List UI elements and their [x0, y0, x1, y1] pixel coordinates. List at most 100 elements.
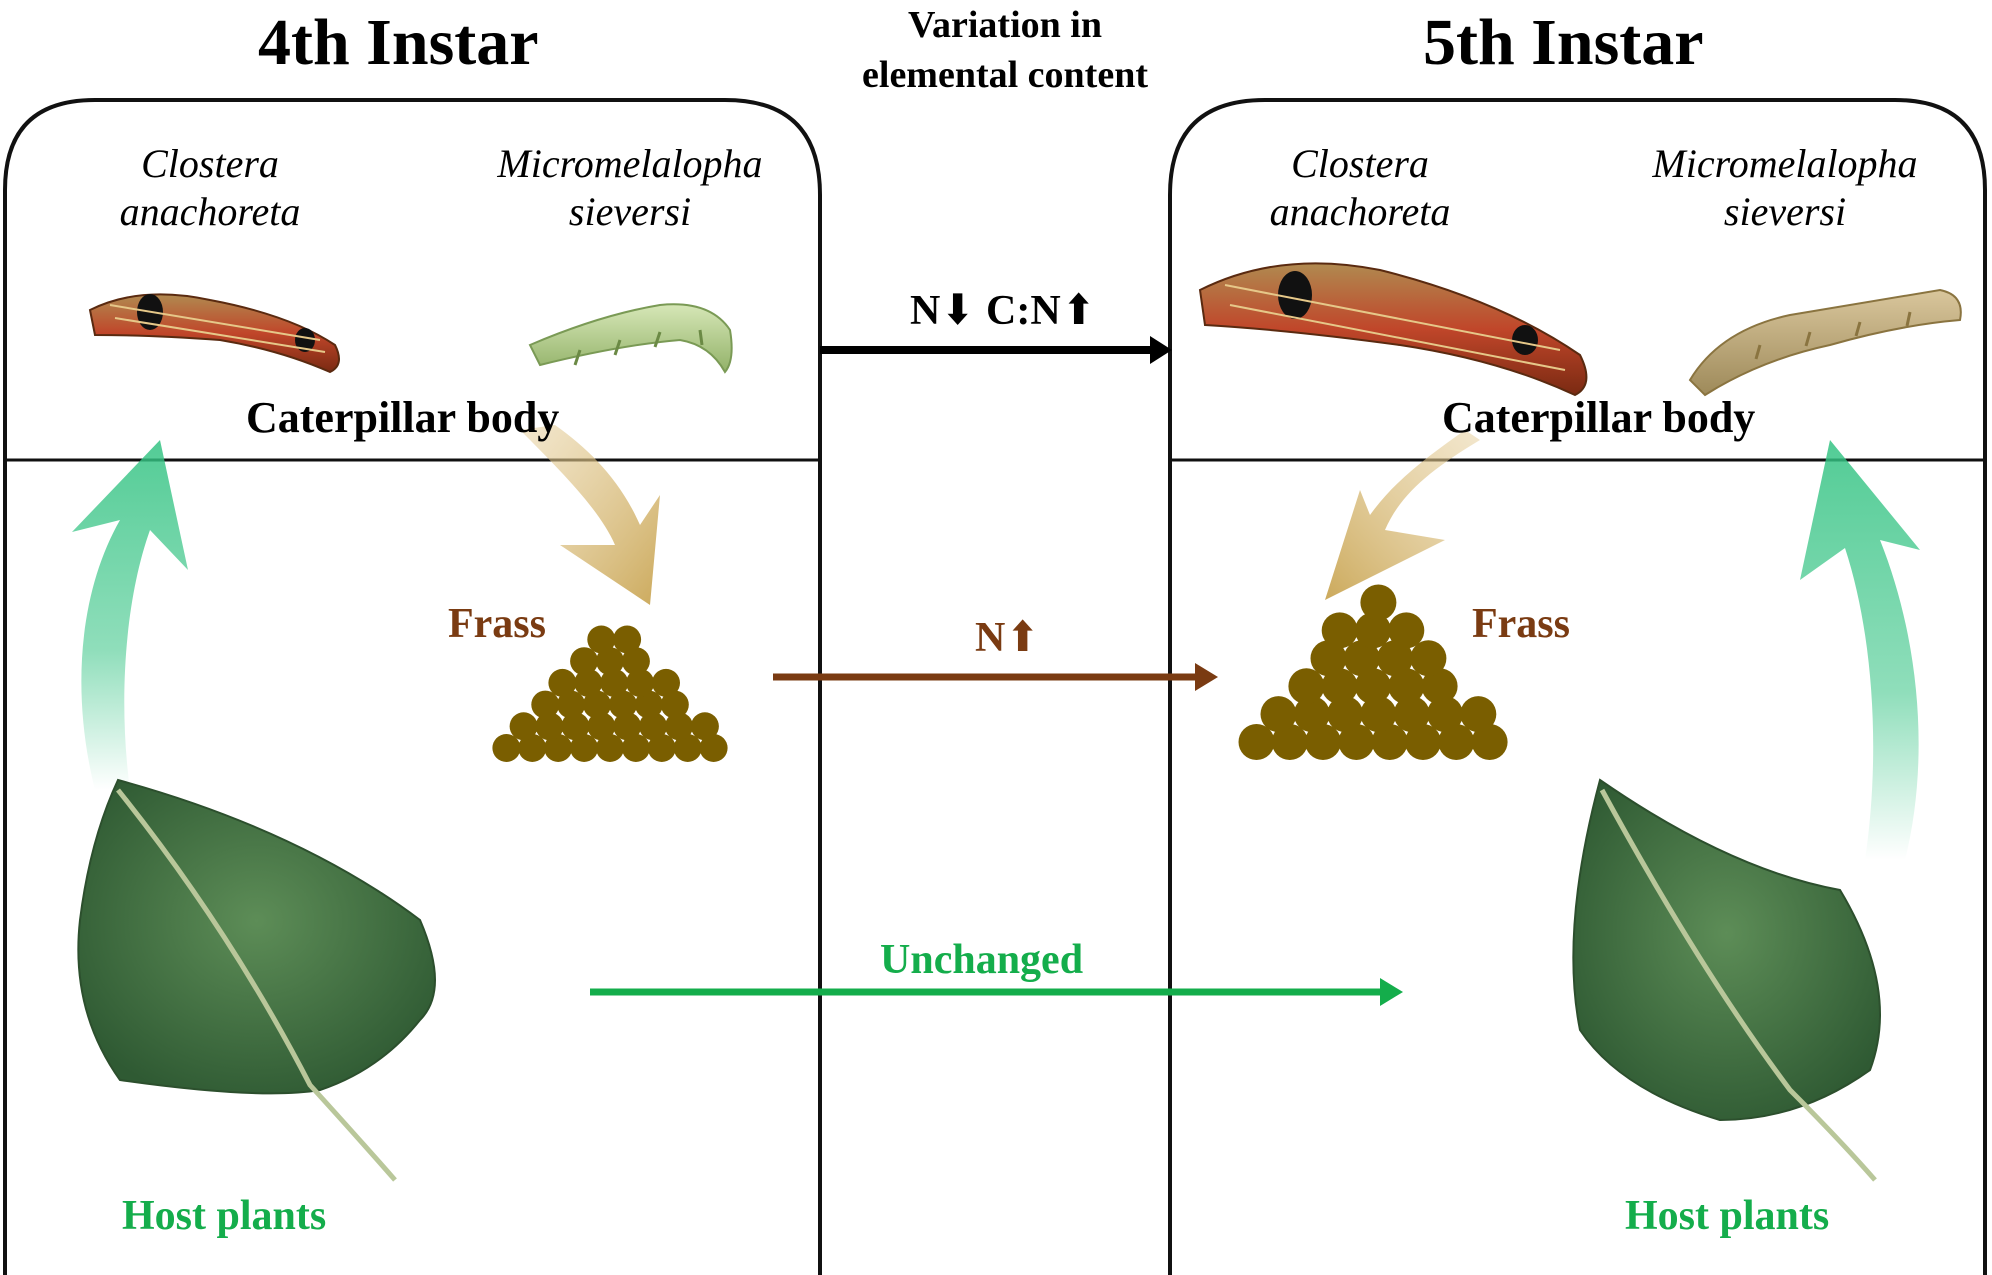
frass-pellet	[626, 668, 655, 697]
decrease-arrow-icon: ⬇	[942, 285, 974, 334]
frass-pellet	[1460, 696, 1497, 733]
variation-line-2: elemental content	[862, 54, 1148, 96]
frass-pellet	[1288, 668, 1325, 705]
caterpillar-clostera-4th	[88, 293, 340, 374]
frass-pellet	[699, 734, 728, 762]
frass-pellet	[634, 690, 663, 719]
frass-pellet	[509, 712, 538, 741]
frass-pellet	[596, 734, 624, 762]
species-genus: Clostera	[1291, 141, 1429, 186]
frass-pellet	[1321, 612, 1358, 649]
title-4th-instar: 4th Instar	[258, 6, 539, 79]
increase-arrow-icon: ⬆	[1007, 612, 1039, 661]
frass-pellet	[660, 690, 689, 719]
frass-pellet	[557, 690, 586, 719]
leaf-5th	[1572, 778, 1881, 1182]
frass-pellet	[570, 734, 599, 762]
frass-pellet	[1293, 696, 1330, 733]
frass-pellet	[639, 712, 668, 741]
frass-pellet	[1271, 724, 1308, 760]
frass-pellet	[535, 712, 564, 741]
frass-pellet	[1405, 724, 1441, 760]
species-clostera-4th: Clostera anachoreta	[90, 140, 330, 236]
host-plants-label-5th: Host plants	[1625, 1193, 1830, 1239]
host-to-body-arrow-left	[72, 440, 188, 790]
frass-pellet	[1360, 584, 1397, 621]
caterpillar-clostera-5th	[1198, 262, 1588, 397]
frass-pellet	[1305, 724, 1341, 760]
frass-pellet	[673, 734, 702, 762]
frass-pellet	[1388, 612, 1425, 649]
frass-pellet	[587, 625, 616, 654]
frass-pellet	[1427, 696, 1463, 733]
species-epithet: sieversi	[1723, 189, 1847, 234]
frass-pellet	[596, 647, 624, 676]
frass-pellet	[613, 625, 642, 654]
frass-pellet	[609, 690, 637, 719]
host-change-label: Unchanged	[880, 937, 1084, 983]
species-epithet: anachoreta	[119, 189, 301, 234]
frass-pellet	[1260, 696, 1297, 733]
caterpillar-micromelalopha-4th	[528, 303, 733, 374]
nitrogen-label: N	[910, 288, 941, 334]
frass-pellet	[1360, 696, 1397, 733]
frass-pellet	[1355, 612, 1391, 649]
panel-5th-instar	[1168, 98, 1987, 1275]
frass-pellet	[621, 647, 650, 676]
frass-pellet	[1421, 668, 1458, 705]
title-5th-instar: 5th Instar	[1423, 6, 1704, 79]
species-clostera-5th: Clostera anachoreta	[1240, 140, 1480, 236]
frass-pellet	[1238, 724, 1275, 760]
frass-pellet	[1321, 668, 1358, 705]
frass-pellet	[690, 712, 719, 741]
frass-pellet	[1327, 696, 1364, 733]
species-epithet: anachoreta	[1269, 189, 1451, 234]
species-micromelalopha-5th: Micromelalopha sieversi	[1635, 140, 1935, 236]
frass-pellet	[574, 668, 603, 697]
frass-label-5th: Frass	[1472, 601, 1570, 647]
frass-pellet	[613, 712, 642, 741]
frass-pellet	[1338, 724, 1375, 760]
frass-pellet	[621, 734, 650, 762]
host-to-body-arrow-right	[1800, 440, 1920, 860]
frass-pellet	[665, 712, 693, 741]
nitrogen-label: N	[975, 615, 1006, 661]
frass-change-arrow	[773, 663, 1218, 691]
frass-pellet	[600, 668, 629, 697]
frass-pellet	[561, 712, 590, 741]
frass-pellet	[1438, 724, 1475, 760]
frass-pellet	[1388, 668, 1425, 705]
frass-pile-4th	[492, 625, 728, 762]
species-epithet: sieversi	[568, 189, 692, 234]
frass-pellet	[570, 647, 599, 676]
panel-4th-instar	[3, 98, 822, 1275]
frass-pellet	[1377, 640, 1413, 677]
body-to-frass-arrow-right	[1325, 430, 1480, 600]
frass-pellet	[518, 734, 547, 762]
body-to-frass-arrow-left	[520, 425, 660, 605]
frass-pellet	[652, 668, 680, 697]
carbon-nitrogen-ratio-label: C:N	[986, 288, 1061, 334]
frass-pellet	[544, 734, 573, 762]
caterpillar-body-label-5th: Caterpillar body	[1442, 393, 1756, 442]
frass-label-4th: Frass	[448, 601, 546, 647]
body-change-label: N⬇ C:N⬆	[910, 285, 1096, 335]
frass-pellet	[587, 712, 616, 741]
frass-pellet	[1410, 640, 1447, 677]
frass-pellet	[1343, 640, 1380, 677]
frass-pellet	[531, 690, 560, 719]
frass-pellet	[1371, 724, 1408, 760]
frass-change-label: N⬆	[975, 612, 1041, 662]
species-micromelalopha-4th: Micromelalopha sieversi	[480, 140, 780, 236]
species-genus: Clostera	[141, 141, 279, 186]
host-plants-label-4th: Host plants	[122, 1193, 327, 1239]
caterpillar-micromelalopha-5th	[1688, 288, 1962, 397]
frass-pellet	[647, 734, 676, 762]
frass-pile-5th	[1238, 584, 1508, 760]
frass-pellet	[1393, 696, 1430, 733]
leaf-4th	[77, 778, 436, 1182]
variation-line-1: Variation in	[908, 4, 1102, 46]
species-genus: Micromelalopha	[497, 141, 763, 186]
